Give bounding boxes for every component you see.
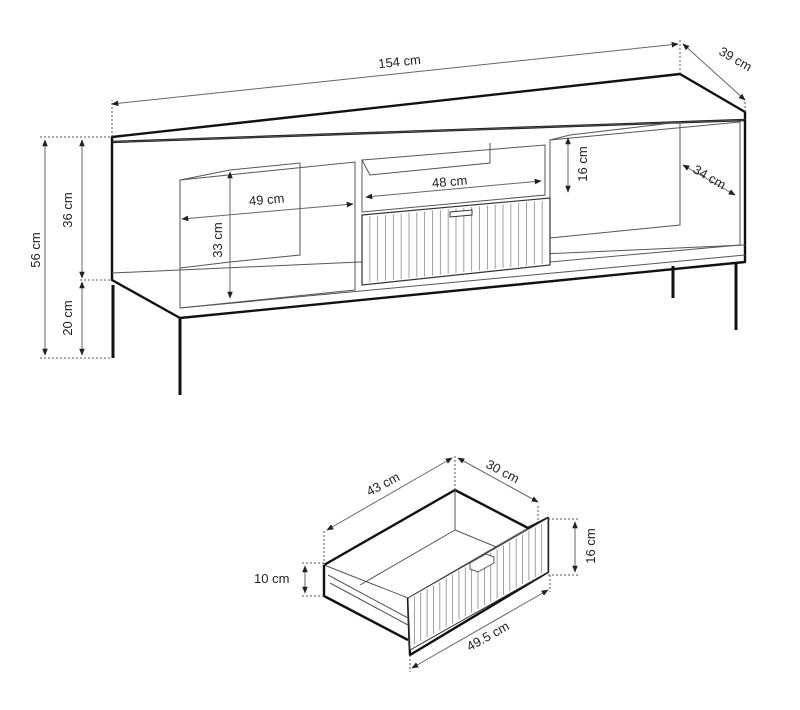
drawer-handle (469, 553, 495, 573)
cabinet-drawer-front (361, 197, 551, 286)
middle-compartment (361, 144, 546, 213)
inner-depth-label: 34 cm (691, 162, 729, 193)
right-compartment (549, 121, 741, 263)
drawer-front-width-label: 49.5 cm (464, 618, 512, 654)
side-height-label: 33 cm (210, 222, 225, 257)
total-height-label: 56 cm (28, 232, 43, 267)
width-label: 154 cm (378, 52, 422, 71)
leg-height-label: 20 cm (60, 300, 75, 335)
left-compartment (179, 161, 356, 309)
middle-height-label: 16 cm (575, 146, 590, 181)
cabinet-top (110, 72, 747, 144)
body-height-label: 36 cm (60, 192, 75, 227)
middle-width-label: 48 cm (431, 173, 468, 191)
side-width-label: 49 cm (248, 191, 285, 209)
drawer-inner-width-label: 30 cm (484, 456, 522, 486)
depth-label: 39 cm (717, 44, 755, 75)
drawer-handle (449, 209, 473, 218)
drawer-depth-label: 43 cm (364, 469, 402, 499)
drawer-front-height-label: 16 cm (583, 528, 598, 563)
tv-cabinet: 154 cm 39 cm 56 cm 36 cm 20 cm 49 cm 33 … (28, 40, 755, 395)
drawer-side-height-label: 10 cm (254, 571, 289, 586)
drawer: 43 cm 30 cm 16 cm 10 cm 49.5 cm (254, 455, 598, 672)
